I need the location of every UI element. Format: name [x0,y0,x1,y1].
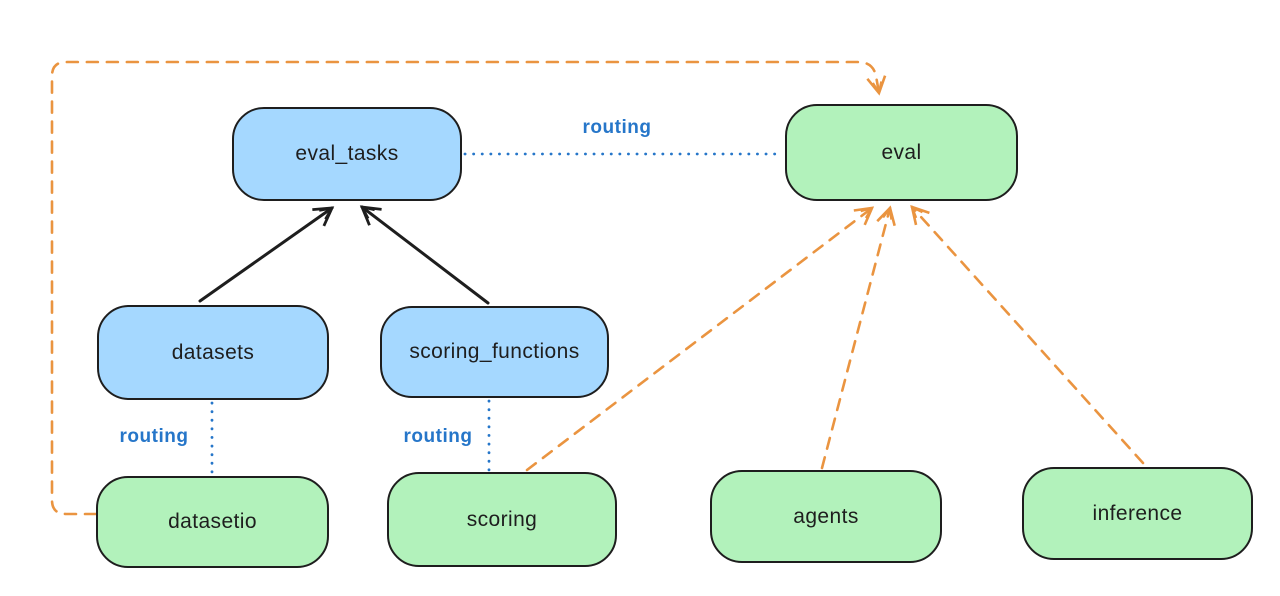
node-scoring-functions: scoring_functions [380,306,609,398]
node-scoring-functions-label: scoring_functions [409,340,580,363]
edge-datasets-to-eval-tasks-arrow [198,206,335,303]
edge-label-routing-eval-tasks-eval: routing [582,117,652,138]
edge-label-routing-scoring-functions-scoring: routing [403,426,473,447]
node-eval-label: eval [881,140,922,164]
node-inference-label: inference [1092,501,1183,525]
node-agents: agents [710,470,942,563]
node-agents-label: agents [793,504,859,528]
node-scoring-label: scoring [466,507,538,531]
node-inference: inference [1022,467,1253,560]
node-eval: eval [785,104,1018,201]
node-datasets: datasets [97,305,329,400]
edge-inference-to-eval-arrow [910,205,1145,465]
node-datasetio: datasetio [96,476,329,568]
node-datasets-label: datasets [171,340,255,364]
edge-scoring-functions-to-eval-tasks-arrow [359,205,490,305]
node-eval-tasks: eval_tasks [232,107,462,201]
edge-agents-to-eval-arrow [820,205,896,470]
node-datasetio-label: datasetio [168,510,257,533]
node-eval-tasks-label: eval_tasks [295,142,399,165]
edge-scoring-to-eval-arrow [525,206,875,472]
edge-label-routing-datasets-datasetio: routing [119,426,189,447]
node-scoring: scoring [387,472,617,567]
edge-datasetio-to-eval-arrow [50,60,887,516]
